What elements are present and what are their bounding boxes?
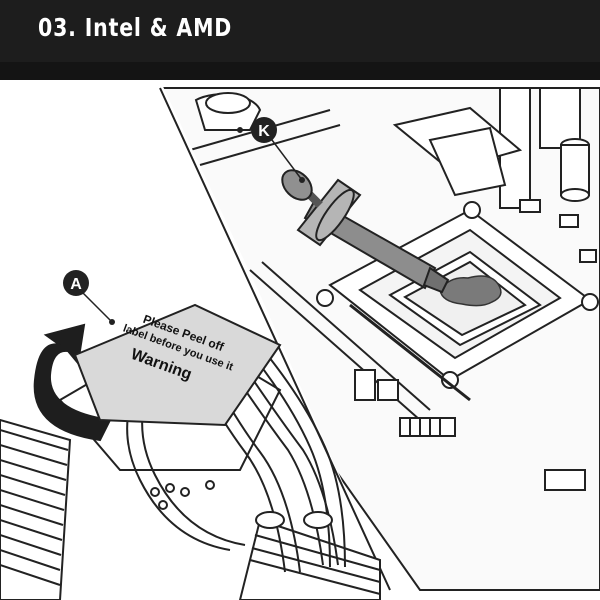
page-title: 03. Intel & AMD [38,13,233,42]
warning-label: Please Peel off label before you use it … [73,303,282,427]
header-strip [0,62,600,80]
callout-k: K [251,117,305,183]
callout-a-label: A [70,276,82,293]
peel-arrow-icon [33,323,112,442]
heatsink-fins [0,418,381,600]
panel-divider [159,87,391,591]
callout-k-label: K [258,123,270,140]
thermal-paste [439,275,502,307]
callout-a: A [63,270,115,325]
motherboard-panel [158,87,600,591]
thermal-paste-syringe [281,169,450,294]
header-bar [0,0,600,62]
